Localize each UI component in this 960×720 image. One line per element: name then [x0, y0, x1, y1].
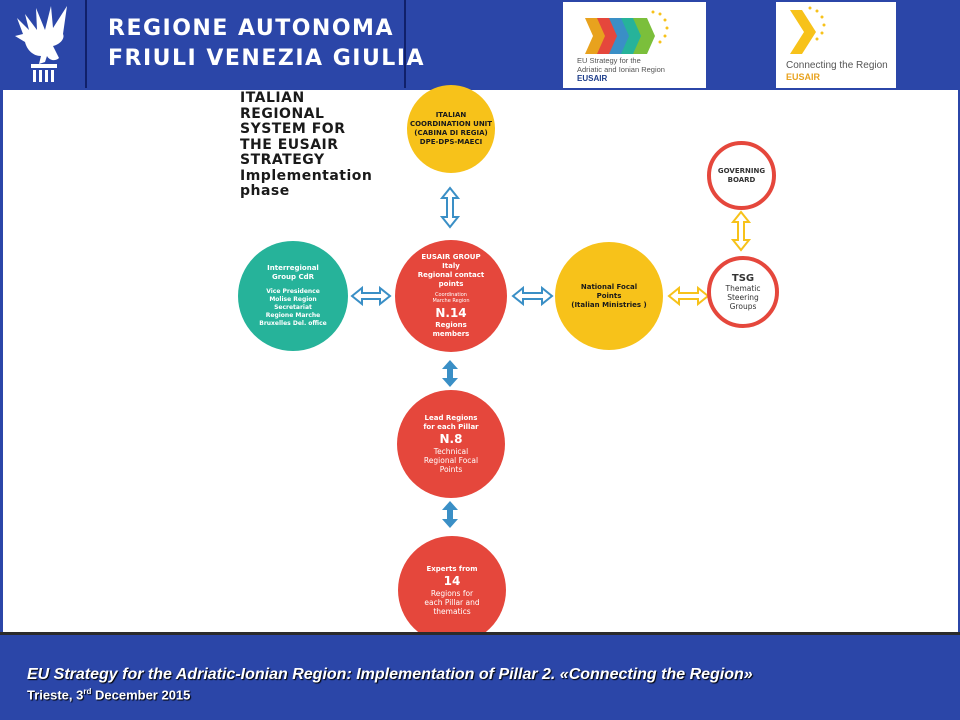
node-text: Lead Regions	[424, 414, 478, 422]
node-text: Regione Marche	[265, 312, 321, 319]
lead-regions-node: Lead Regions for each Pillar N.8 Technic…	[397, 390, 505, 498]
system-title: ITALIAN REGIONAL SYSTEM FOR THE EUSAIR S…	[240, 90, 373, 200]
connecting-region-logo: Connecting the Region EUSAIR	[776, 2, 896, 88]
node-text: Points	[596, 291, 622, 300]
node-text: COORDINATION UNIT	[409, 120, 493, 128]
node-text: GOVERNING	[717, 166, 766, 175]
eusair-strategy-logo: EU Strategy for the Adriatic and Ionian …	[563, 2, 706, 88]
system-title-line: REGIONAL	[240, 105, 325, 122]
eusair-flags-icon	[585, 10, 669, 54]
node-text: Interregional	[267, 264, 319, 272]
coordination-unit-node: ITALIAN COORDINATION UNIT (CABINA DI REG…	[407, 85, 495, 173]
node-text: Experts from	[426, 564, 478, 573]
node-text: Points	[439, 465, 463, 474]
logo2-brand: EUSAIR	[786, 72, 821, 82]
national-focal-points-node: National Focal Points (Italian Ministrie…	[555, 242, 663, 350]
node-text: EUSAIR GROUP	[421, 253, 481, 261]
system-title-line: phase	[240, 183, 290, 199]
node-text: Steering	[727, 293, 759, 302]
double-arrow-icon	[667, 285, 710, 307]
node-text: BOARD	[727, 175, 756, 184]
node-count: 14	[443, 573, 461, 588]
footer-title: EU Strategy for the Adriatic-Ionian Regi…	[27, 666, 753, 683]
node-text: (Italian Ministries )	[571, 300, 647, 309]
footer-bar: EU Strategy for the Adriatic-Ionian Regi…	[0, 635, 960, 720]
logo1-brand: EUSAIR	[577, 74, 608, 83]
footer-divider	[0, 632, 960, 635]
eusair-group-node: EUSAIR GROUP Italy Regional contact poin…	[395, 240, 507, 352]
experts-node: Experts from 14 Regions for each Pillar …	[398, 536, 506, 644]
node-text: Italy	[442, 262, 460, 270]
node-text: members	[432, 330, 470, 338]
double-arrow-icon	[730, 210, 752, 252]
double-arrow-icon	[439, 186, 461, 229]
eagle-emblem-icon	[3, 0, 87, 88]
node-text: Regional contact	[417, 271, 485, 279]
node-text: for each Pillar	[423, 423, 479, 431]
interregional-group-node: Interregional Group CdR Vice Presidence …	[238, 241, 348, 351]
node-text: DPE-DPS-MAECI	[419, 138, 483, 146]
right-border	[958, 90, 960, 635]
eusair-chevron-icon	[790, 6, 826, 54]
double-arrow-icon	[350, 285, 392, 307]
node-text: Thematic	[725, 284, 761, 293]
node-text: Regional Focal	[423, 456, 479, 465]
node-text: Molise Region	[269, 296, 317, 303]
node-text: each Pillar and	[424, 597, 480, 607]
node-text: ITALIAN	[435, 111, 467, 119]
footer-date: Trieste, 3rd December 2015	[27, 687, 190, 702]
node-text: points	[438, 280, 464, 288]
logo1-line2: Adriatic and Ionian Region	[577, 65, 665, 74]
system-title-line: STRATEGY	[240, 152, 325, 168]
node-text: thematics	[433, 606, 471, 616]
node-text: Technical	[433, 447, 469, 456]
node-count: N.14	[435, 306, 467, 320]
node-text: Group CdR	[272, 273, 314, 281]
system-title-line: SYSTEM FOR	[240, 121, 346, 137]
node-text: Vice Presidence	[266, 288, 320, 295]
double-arrow-icon	[442, 360, 458, 387]
node-text: National Focal	[580, 282, 638, 291]
system-title-line: THE EUSAIR	[240, 136, 339, 153]
node-subtext: Marche Region	[432, 298, 470, 304]
node-text: Bruxelles Del. office	[259, 320, 327, 327]
region-title-line2: FRIULI VENEZIA GIULIA	[108, 46, 426, 71]
region-title-line1: REGIONE AUTONOMA	[108, 16, 394, 41]
footer-date-prefix: Trieste, 3	[27, 687, 84, 703]
system-title-line: ITALIAN	[240, 90, 305, 106]
left-border	[0, 90, 3, 635]
node-count: N.8	[439, 432, 463, 446]
node-text: Secretariat	[274, 304, 312, 311]
node-text: Groups	[729, 302, 757, 311]
logo1-line1: EU Strategy for the	[577, 56, 641, 65]
tsg-node: TSG Thematic Steering Groups	[707, 256, 779, 328]
node-text: (CABINA DI REGIA)	[414, 129, 488, 137]
node-count: TSG	[731, 273, 755, 284]
double-arrow-icon	[442, 501, 458, 528]
node-text: Regions for	[430, 588, 474, 598]
footer-date-sup: rd	[83, 687, 92, 696]
logo2-line1: Connecting the Region	[786, 60, 888, 71]
node-subtext: Coordination	[435, 292, 467, 298]
footer-date-suffix: December 2015	[91, 687, 191, 703]
header-bar: REGIONE AUTONOMA FRIULI VENEZIA GIULIA E…	[0, 0, 960, 90]
double-arrow-icon	[511, 285, 554, 307]
region-title: REGIONE AUTONOMA FRIULI VENEZIA GIULIA	[90, 0, 426, 88]
node-text: Regions	[435, 321, 467, 329]
system-title-line: Implementation	[240, 167, 373, 184]
governing-board-node: GOVERNING BOARD	[707, 141, 776, 210]
